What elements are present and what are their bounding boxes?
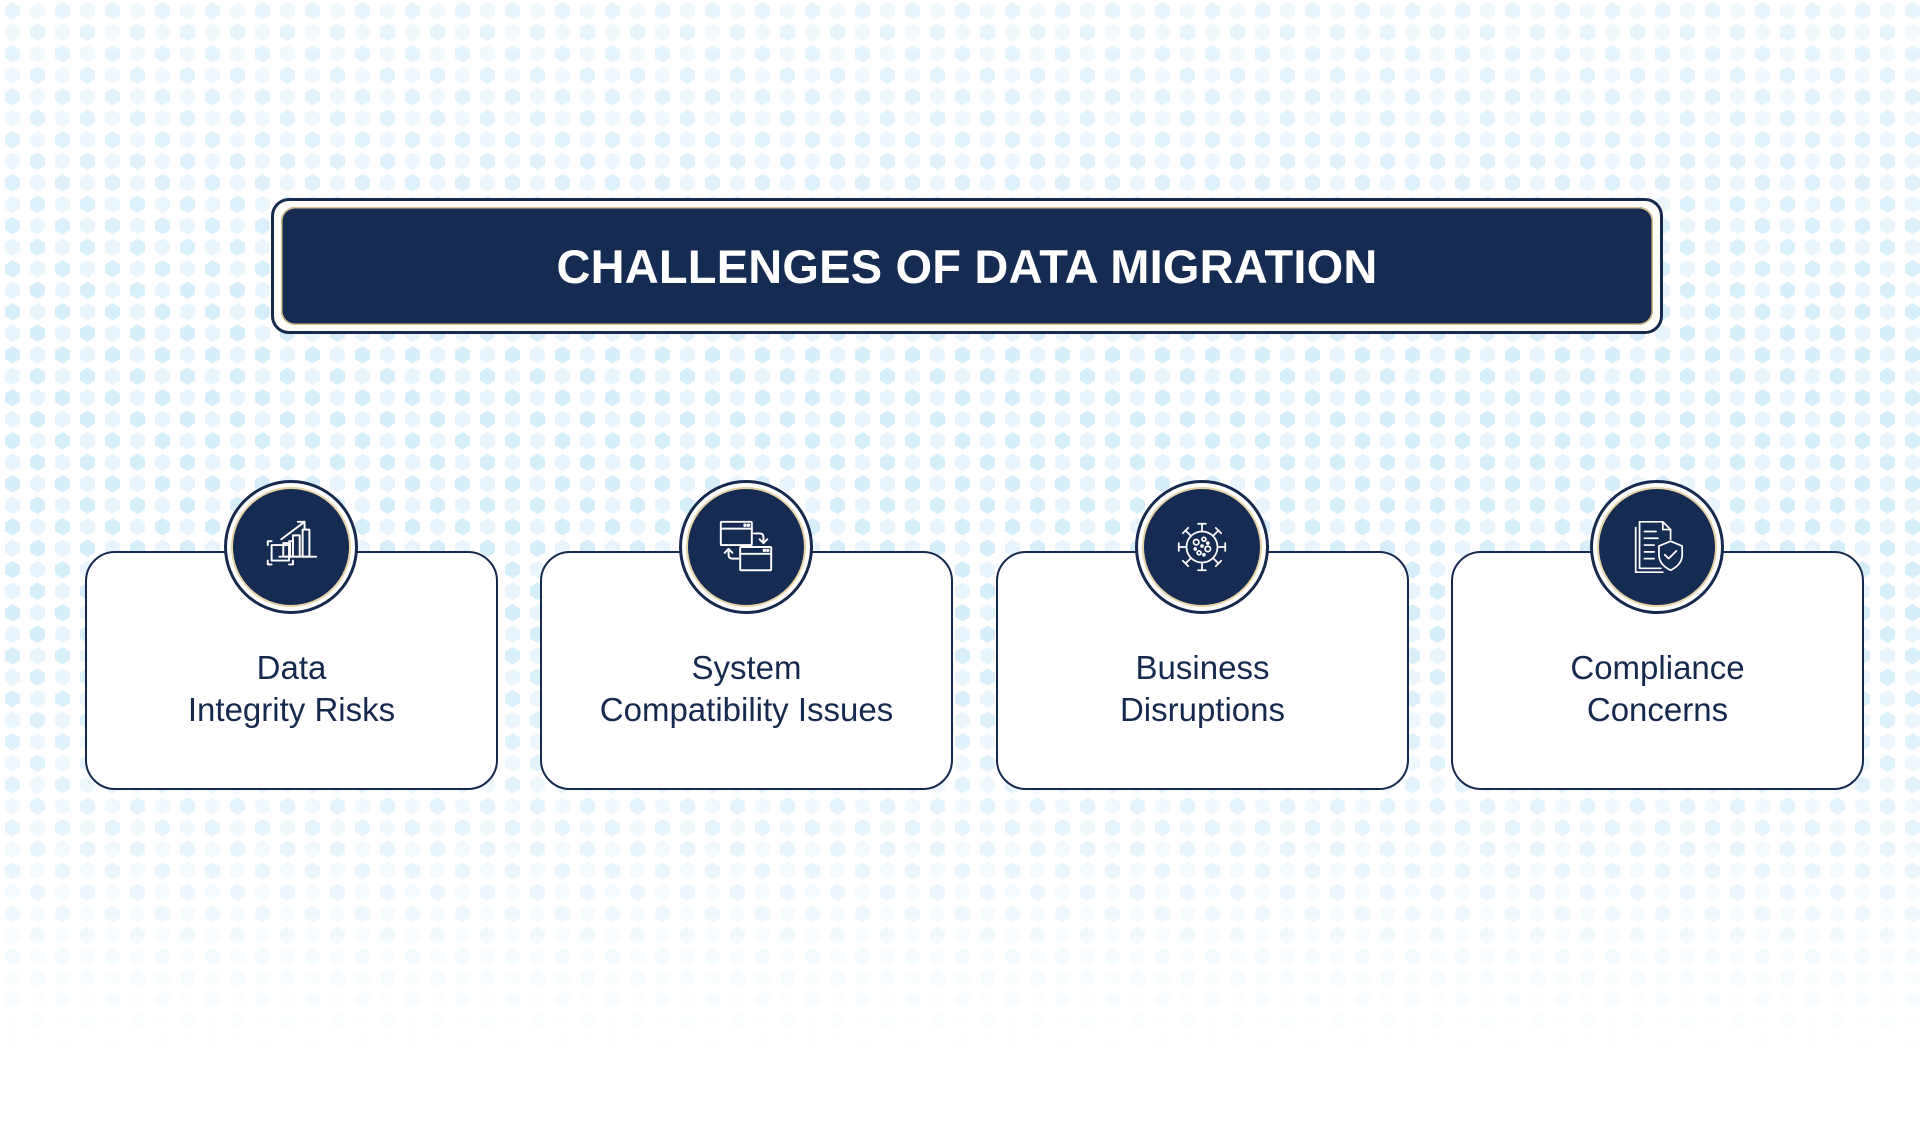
card-label: Data Integrity Risks [87, 647, 496, 731]
icon-badge-business-disruptions [1135, 480, 1269, 614]
document-shield-icon [1634, 520, 1684, 574]
card-label-line1: Data [256, 649, 327, 686]
title-banner: CHALLENGES OF DATA MIGRATION [271, 198, 1663, 334]
card-label-line2: Concerns [1586, 691, 1729, 728]
system-sync-icon [719, 520, 773, 572]
chart-growth-icon [266, 520, 318, 566]
card-label-line1: Business [1135, 649, 1270, 686]
card-label-line1: Compliance [1570, 649, 1745, 686]
virus-icon [1177, 522, 1227, 572]
title-banner-inner: CHALLENGES OF DATA MIGRATION [281, 207, 1653, 325]
card-label-line2: Disruptions [1119, 691, 1286, 728]
icon-badge-system-compatibility [679, 480, 813, 614]
card-label: System Compatibility Issues [542, 647, 951, 731]
card-label: Compliance Concerns [1453, 647, 1862, 731]
card-label-line1: System [691, 649, 802, 686]
card-label-line2: Integrity Risks [187, 691, 396, 728]
challenge-card-system-compatibility: System Compatibility Issues [540, 551, 953, 790]
icon-badge-compliance [1590, 480, 1724, 614]
icon-badge-data-integrity [224, 480, 358, 614]
card-label: Business Disruptions [998, 647, 1407, 731]
card-label-line2: Compatibility Issues [599, 691, 894, 728]
challenge-card-compliance: Compliance Concerns [1451, 551, 1864, 790]
page-title: CHALLENGES OF DATA MIGRATION [556, 239, 1378, 293]
